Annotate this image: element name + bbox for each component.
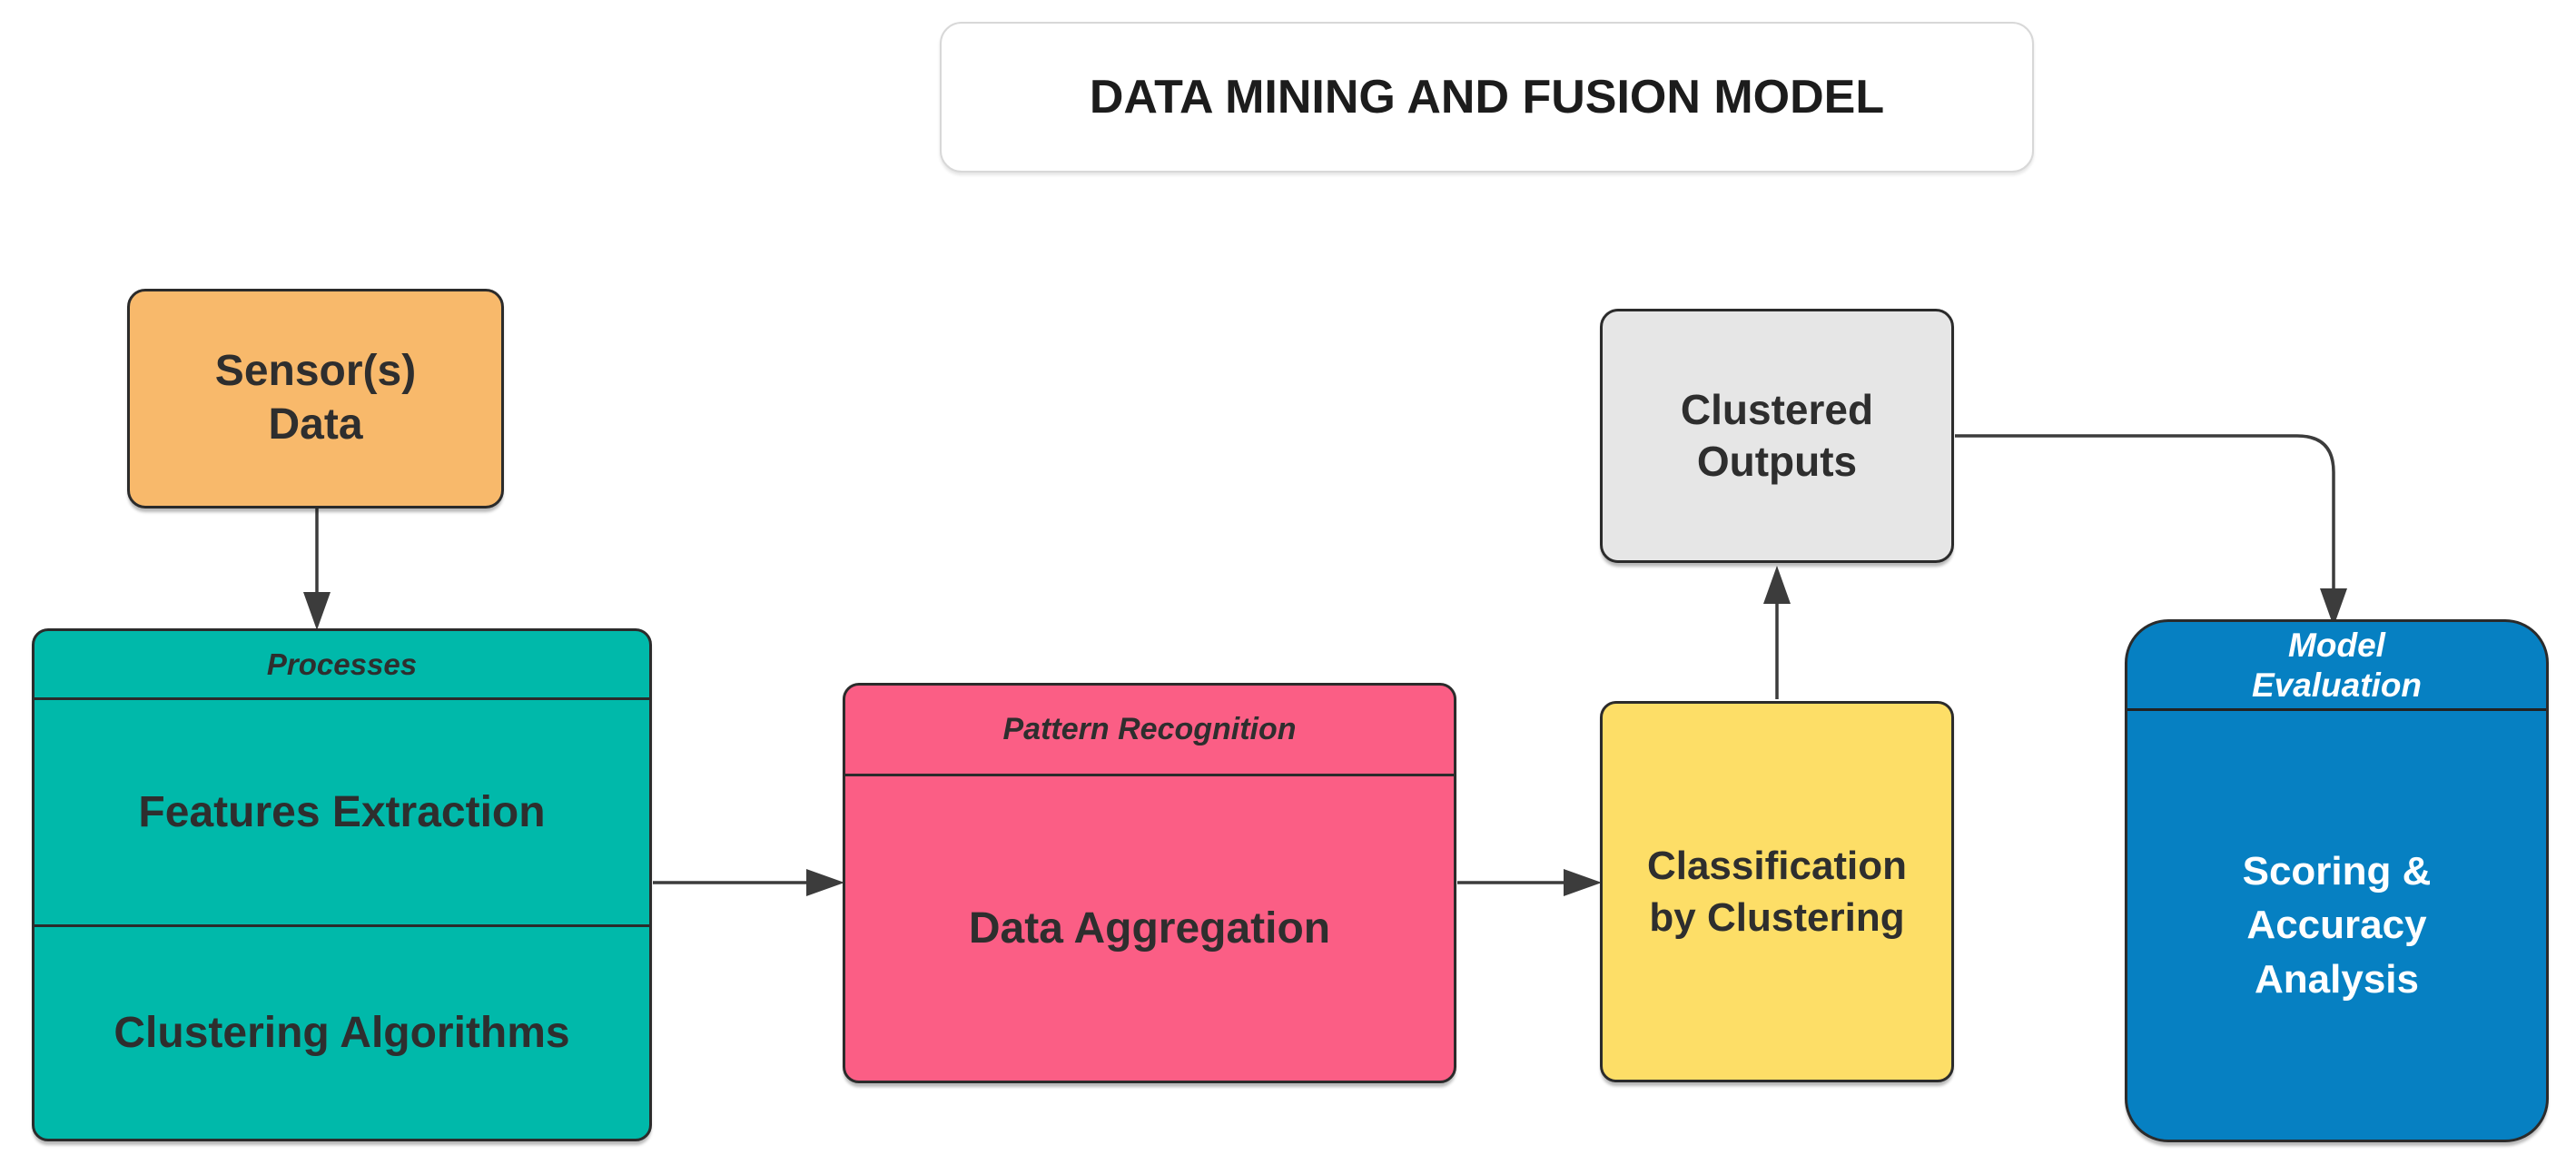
node-sensor-data-line1: Sensor(s) — [214, 347, 417, 396]
edge-classification-to-clustered-outputs — [1763, 566, 1791, 699]
edge-processes-to-pattern-recognition — [653, 869, 844, 896]
node-model-evaluation-header: Model Evaluation — [2127, 622, 2546, 711]
node-processes-header: Processes — [35, 631, 649, 700]
arrowhead-down-icon — [303, 592, 331, 630]
node-sensor-data-line2: Data — [268, 400, 363, 449]
node-model-evaluation-header-line1: Model — [2288, 626, 2385, 664]
diagram-title: DATA MINING AND FUSION MODEL — [940, 22, 2034, 173]
edge-clustered-outputs-to-model-evaluation — [1955, 434, 2347, 627]
node-pattern-recognition-header: Pattern Recognition — [845, 686, 1454, 776]
node-classification-by-clustering: Classification by Clustering — [1600, 701, 1954, 1082]
node-model-evaluation-body-line1: Scoring & — [2242, 848, 2432, 893]
node-pattern-recognition-body-data-aggregation: Data Aggregation — [968, 904, 1331, 953]
node-model-evaluation-body-scoring-accuracy: Scoring & Accuracy Analysis — [2127, 711, 2546, 1140]
arrowhead-up-icon — [1763, 566, 1791, 604]
edge-pattern-recognition-to-classification — [1457, 869, 1602, 896]
edge-sensor-data-to-processes — [303, 508, 331, 630]
node-processes: Processes Features Extraction Clustering… — [32, 628, 652, 1141]
diagram-title-label: DATA MINING AND FUSION MODEL — [1089, 71, 1885, 123]
arrowhead-down-icon — [2320, 588, 2347, 627]
arrowhead-right-icon — [1564, 869, 1602, 896]
node-clustered-outputs: Clustered Outputs — [1600, 309, 1954, 563]
node-model-evaluation-header-line2: Evaluation — [2251, 666, 2423, 704]
node-classification-line2: by Clustering — [1649, 895, 1905, 940]
node-model-evaluation-body-line3: Analysis — [2255, 956, 2419, 1002]
node-processes-row-features-extraction: Features Extraction — [35, 700, 649, 927]
node-clustered-outputs-line1: Clustered — [1680, 385, 1874, 433]
node-model-evaluation-body-line2: Accuracy — [2246, 903, 2427, 948]
node-sensor-data: Sensor(s) Data — [127, 289, 504, 508]
node-model-evaluation: Model Evaluation Scoring & Accuracy Anal… — [2125, 619, 2549, 1142]
node-clustered-outputs-line2: Outputs — [1696, 438, 1858, 485]
node-pattern-recognition: Pattern Recognition Data Aggregation — [843, 683, 1456, 1083]
node-processes-row-clustering-algorithms: Clustering Algorithms — [114, 1009, 570, 1057]
arrowhead-right-icon — [806, 869, 844, 896]
node-classification-line1: Classification — [1646, 843, 1908, 888]
